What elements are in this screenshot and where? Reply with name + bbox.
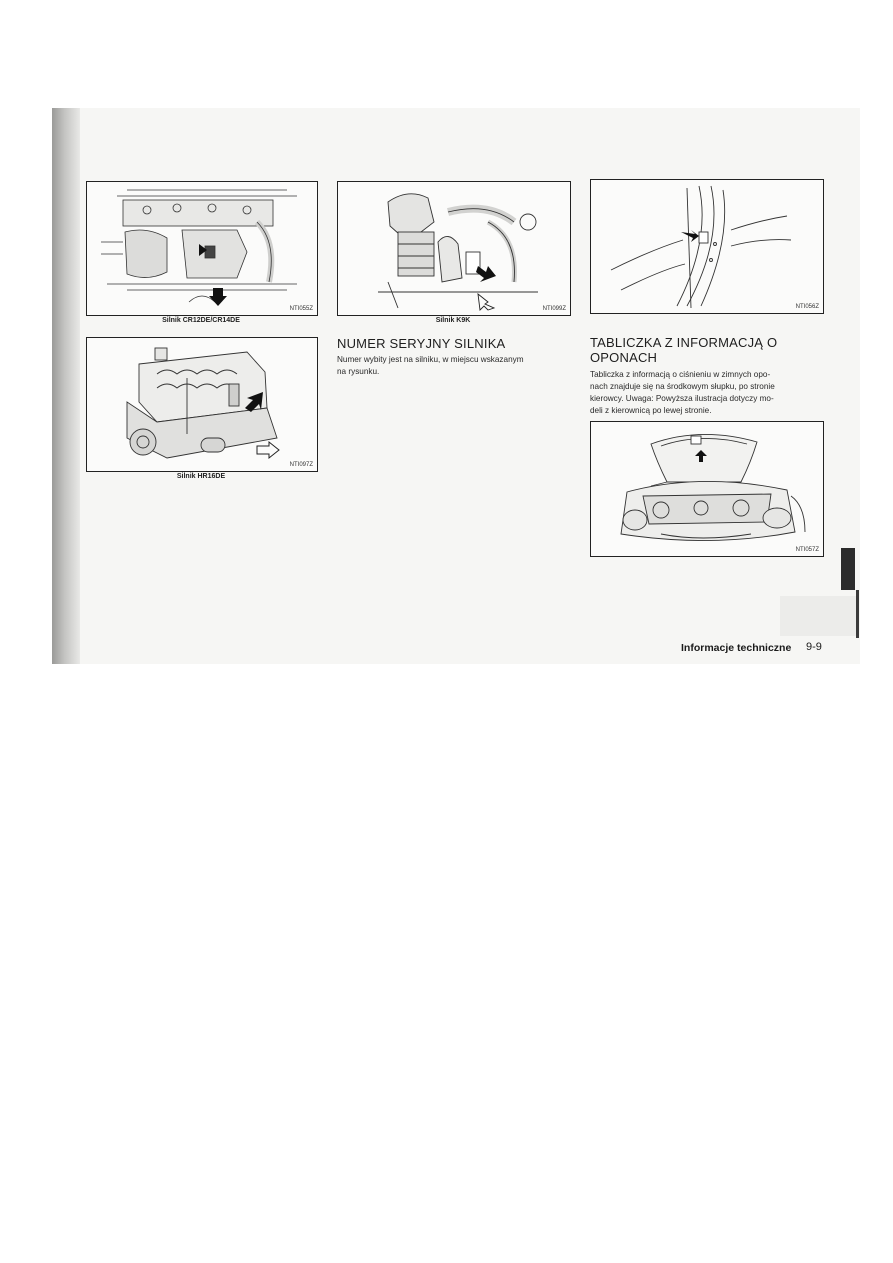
engine-serial-text: Numer wybity jest na silniku, w miejscu … — [337, 354, 577, 378]
tire-label-text: Tabliczka z informacją o ciśnieniu w zim… — [590, 369, 830, 417]
chapter-tab — [841, 548, 855, 590]
figure-caption: Silnik K9K — [435, 317, 471, 324]
figure-center-pillar: NTI056Z — [590, 179, 824, 314]
figure-caption: Silnik HR16DE — [176, 473, 226, 480]
heading-line: OPONACH — [590, 350, 658, 365]
text-line: na rysunku. — [337, 367, 380, 376]
figure-engine-hr16de: NTI097Z — [86, 337, 318, 472]
center-pillar-illustration — [610, 185, 792, 309]
heading-tire-label: TABLICZKA Z INFORMACJĄ O OPONACH — [590, 335, 777, 365]
figure-code: NTI097Z — [289, 462, 313, 468]
figure-code: NTI099Z — [542, 306, 566, 312]
footer-chapter-title: Informacje techniczne — [681, 642, 792, 654]
text-line: kierowcy. Uwaga: Powyższa ilustracja dot… — [590, 394, 774, 403]
text-line: nach znajduje się na środkowym słupku, p… — [590, 382, 775, 391]
figure-engine-cr12de: NTI055Z — [86, 181, 318, 316]
heading-line: TABLICZKA Z INFORMACJĄ O — [590, 335, 778, 350]
text-line: Numer wybity jest na silniku, w miejscu … — [337, 355, 524, 364]
text-line: Tabliczka z informacją o ciśnieniu w zim… — [590, 370, 771, 379]
figure-caption: Silnik CR12DE/CR14DE — [162, 317, 240, 324]
engine-hr16de-illustration — [126, 347, 280, 460]
page-gutter-shadow — [52, 108, 80, 664]
figure-car-hood-open: NTI057Z — [590, 421, 824, 557]
text-line: deli z kierownicą po lewej stronie. — [590, 406, 712, 415]
page-number: 9-9 — [806, 641, 822, 653]
figure-code: NTI057Z — [795, 547, 819, 553]
figure-code: NTI056Z — [795, 304, 819, 310]
chapter-tab-shadow — [780, 596, 856, 636]
engine-k9k-illustration — [378, 193, 538, 311]
figure-engine-k9k: NTI099Z — [337, 181, 571, 316]
page-edge — [856, 590, 859, 638]
car-hood-open-illustration — [620, 434, 806, 541]
engine-cr12de-illustration — [101, 189, 297, 306]
figure-code: NTI055Z — [289, 306, 313, 312]
heading-engine-serial: NUMER SERYJNY SILNIKA — [337, 336, 506, 351]
